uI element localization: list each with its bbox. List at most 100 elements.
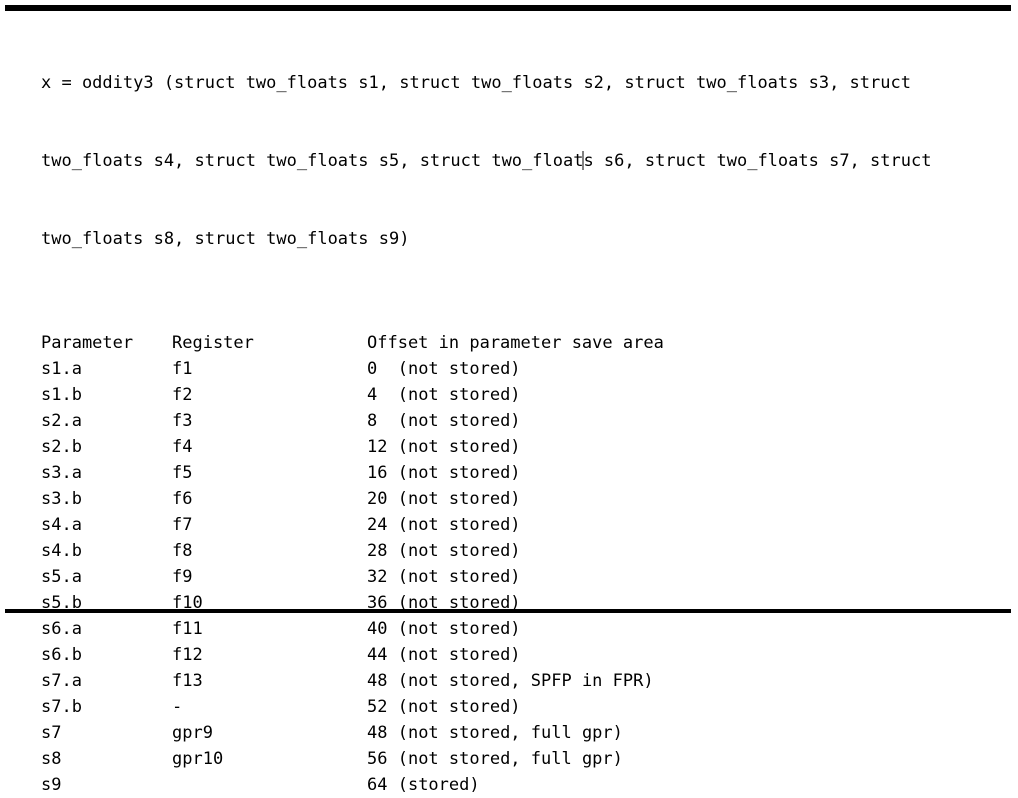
signature-line-2-text-before-caret: two_floats s4, struct two_floats s5, str… <box>41 151 584 171</box>
cell-register <box>172 772 367 798</box>
cell-register: - <box>172 697 183 717</box>
signature-line-3-text: two_floats s8, struct two_floats s9) <box>41 229 410 249</box>
offset-value: 4 <box>367 385 388 405</box>
cell-offset: 44 (not stored) <box>367 642 664 668</box>
offset-note: (not stored) <box>387 567 521 587</box>
table-header: Parameter Register Offset in parameter s… <box>41 330 664 356</box>
spacer-line <box>41 304 991 330</box>
cell-offset: 20 (not stored) <box>367 486 664 512</box>
cell-offset: 16 (not stored) <box>367 460 664 486</box>
cell-offset: 8 (not stored) <box>367 408 664 434</box>
offset-note: (not stored, full gpr) <box>387 749 623 769</box>
text-caret[interactable] <box>582 151 585 170</box>
offset-value: 8 <box>367 411 388 431</box>
cell-offset: 24 (not stored) <box>367 512 664 538</box>
cell-register: f7 <box>172 515 193 535</box>
signature-line-2: two_floats s4, struct two_floats s5, str… <box>41 148 991 174</box>
cell-offset: 36 (not stored) <box>367 590 664 616</box>
table-row: s4.b f8 28 (not stored) <box>41 538 664 564</box>
offset-value: 36 <box>367 593 388 613</box>
offset-value: 32 <box>367 567 388 587</box>
cell-parameter: s9 <box>41 775 62 795</box>
cell-parameter: s2.b <box>41 437 82 457</box>
table-row: s2.b f4 12 (not stored) <box>41 434 664 460</box>
cell-parameter: s7.b <box>41 697 82 717</box>
offset-value: 44 <box>367 645 388 665</box>
offset-value: 52 <box>367 697 388 717</box>
cell-parameter: s1.b <box>41 385 82 405</box>
offset-note: (not stored) <box>387 541 521 561</box>
cell-offset: 40 (not stored) <box>367 616 664 642</box>
column-header-register: Register <box>172 333 254 353</box>
document-page: x = oddity3 (struct two_floats s1, struc… <box>5 5 1011 795</box>
signature-line-1-text: x = oddity3 (struct two_floats s1, struc… <box>41 73 911 93</box>
offset-note: (not stored) <box>387 619 521 639</box>
offset-value: 0 <box>367 359 388 379</box>
cell-offset: 4 (not stored) <box>367 382 664 408</box>
cell-parameter: s5.b <box>41 593 82 613</box>
cell-register: f4 <box>172 437 193 457</box>
cell-register: f8 <box>172 541 193 561</box>
cell-offset: 0 (not stored) <box>367 356 664 382</box>
cell-register: f13 <box>172 671 203 691</box>
offset-note: (not stored) <box>387 385 521 405</box>
cell-register: gpr9 <box>172 723 213 743</box>
parameter-register-table: Parameter Register Offset in parameter s… <box>41 330 664 798</box>
cell-register: f12 <box>172 645 203 665</box>
offset-note: (not stored) <box>387 359 521 379</box>
cell-offset: 56 (not stored, full gpr) <box>367 746 664 772</box>
cell-offset: 48 (not stored, full gpr) <box>367 720 664 746</box>
cell-offset: 52 (not stored) <box>367 694 664 720</box>
offset-note: (stored) <box>387 775 480 795</box>
bottom-rule-divider <box>5 609 1011 613</box>
table-header-row: Parameter Register Offset in parameter s… <box>41 330 664 356</box>
signature-line-2-text-after-caret: s s6, struct two_floats s7, struct <box>583 151 932 171</box>
table-row: s5.b f10 36 (not stored) <box>41 590 664 616</box>
table-row: s7.b - 52 (not stored) <box>41 694 664 720</box>
offset-value: 48 <box>367 723 388 743</box>
cell-offset: 28 (not stored) <box>367 538 664 564</box>
offset-note: (not stored) <box>387 697 521 717</box>
signature-line-3: two_floats s8, struct two_floats s9) <box>41 226 991 252</box>
cell-parameter: s7.a <box>41 671 82 691</box>
cell-register: f1 <box>172 359 193 379</box>
column-header-parameter: Parameter <box>41 333 134 353</box>
offset-value: 56 <box>367 749 388 769</box>
cell-parameter: s3.a <box>41 463 82 483</box>
cell-register: f3 <box>172 411 193 431</box>
cell-parameter: s6.a <box>41 619 82 639</box>
cell-offset: 32 (not stored) <box>367 564 664 590</box>
offset-note: (not stored) <box>387 593 521 613</box>
cell-parameter: s8 <box>41 749 62 769</box>
offset-note: (not stored) <box>387 437 521 457</box>
table-row: s2.a f3 8 (not stored) <box>41 408 664 434</box>
offset-note: (not stored) <box>387 489 521 509</box>
offset-value: 12 <box>367 437 388 457</box>
offset-value: 24 <box>367 515 388 535</box>
offset-value: 20 <box>367 489 388 509</box>
offset-value: 28 <box>367 541 388 561</box>
cell-register: f9 <box>172 567 193 587</box>
offset-value: 40 <box>367 619 388 639</box>
offset-value: 64 <box>367 775 388 795</box>
cell-register: f5 <box>172 463 193 483</box>
cell-register: gpr10 <box>172 749 224 769</box>
cell-offset: 12 (not stored) <box>367 434 664 460</box>
document-content: x = oddity3 (struct two_floats s1, struc… <box>41 18 991 798</box>
table-row: s3.a f5 16 (not stored) <box>41 460 664 486</box>
offset-note: (not stored, SPFP in FPR) <box>387 671 654 691</box>
offset-note: (not stored) <box>387 411 521 431</box>
cell-register: f10 <box>172 593 203 613</box>
cell-register: f6 <box>172 489 193 509</box>
top-rule-divider <box>5 5 1011 11</box>
cell-parameter: s2.a <box>41 411 82 431</box>
cell-parameter: s4.b <box>41 541 82 561</box>
